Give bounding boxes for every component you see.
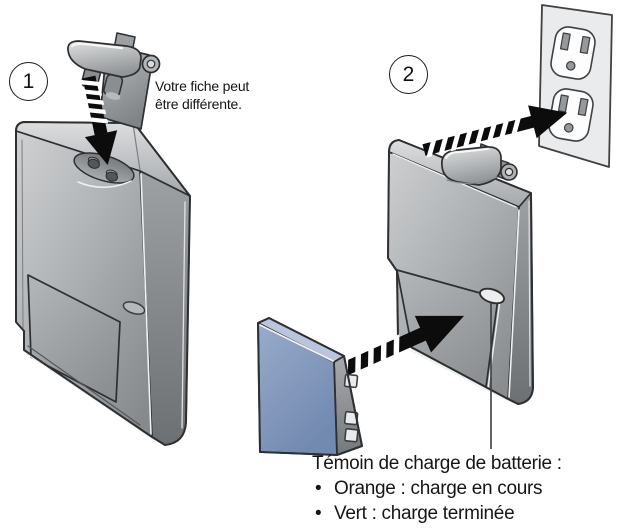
plug-to-outlet-arrow-icon (422, 105, 568, 158)
bullet-icon: • (315, 478, 322, 499)
led-note-item-text: Orange : charge en cours (334, 478, 543, 499)
bullet-icon: • (315, 503, 322, 524)
step-1-badge: 1 (9, 62, 48, 101)
led-note-item-green: • Vert : charge terminée (312, 501, 614, 526)
outlet-socket-top (550, 26, 596, 80)
adapter-screw-hole (504, 167, 514, 177)
adapter-cap (67, 40, 142, 78)
charger-step-1 (15, 121, 191, 446)
plug-variation-note: Votre fiche peut être différente. (155, 78, 250, 112)
led-indicator (478, 287, 506, 305)
wall-outlet (538, 4, 613, 168)
led-note-title: Témoin de charge de batterie : (312, 453, 562, 474)
step-2-badge: 2 (389, 55, 428, 94)
plug-adapter-step-1 (67, 32, 161, 130)
led-note-item-text: Vert : charge terminée (334, 503, 515, 524)
plug-adapter-step-2 (440, 143, 518, 186)
battery (257, 317, 363, 456)
adapter-screw-hole (146, 59, 156, 69)
led-note: Témoin de charge de batterie : • Orange … (312, 451, 614, 526)
led-indicator-step-1 (122, 301, 146, 315)
led-note-item-orange: • Orange : charge en cours (312, 476, 614, 501)
battery-door-panel (27, 274, 121, 403)
attach-adapter-arrow-icon (80, 75, 118, 166)
